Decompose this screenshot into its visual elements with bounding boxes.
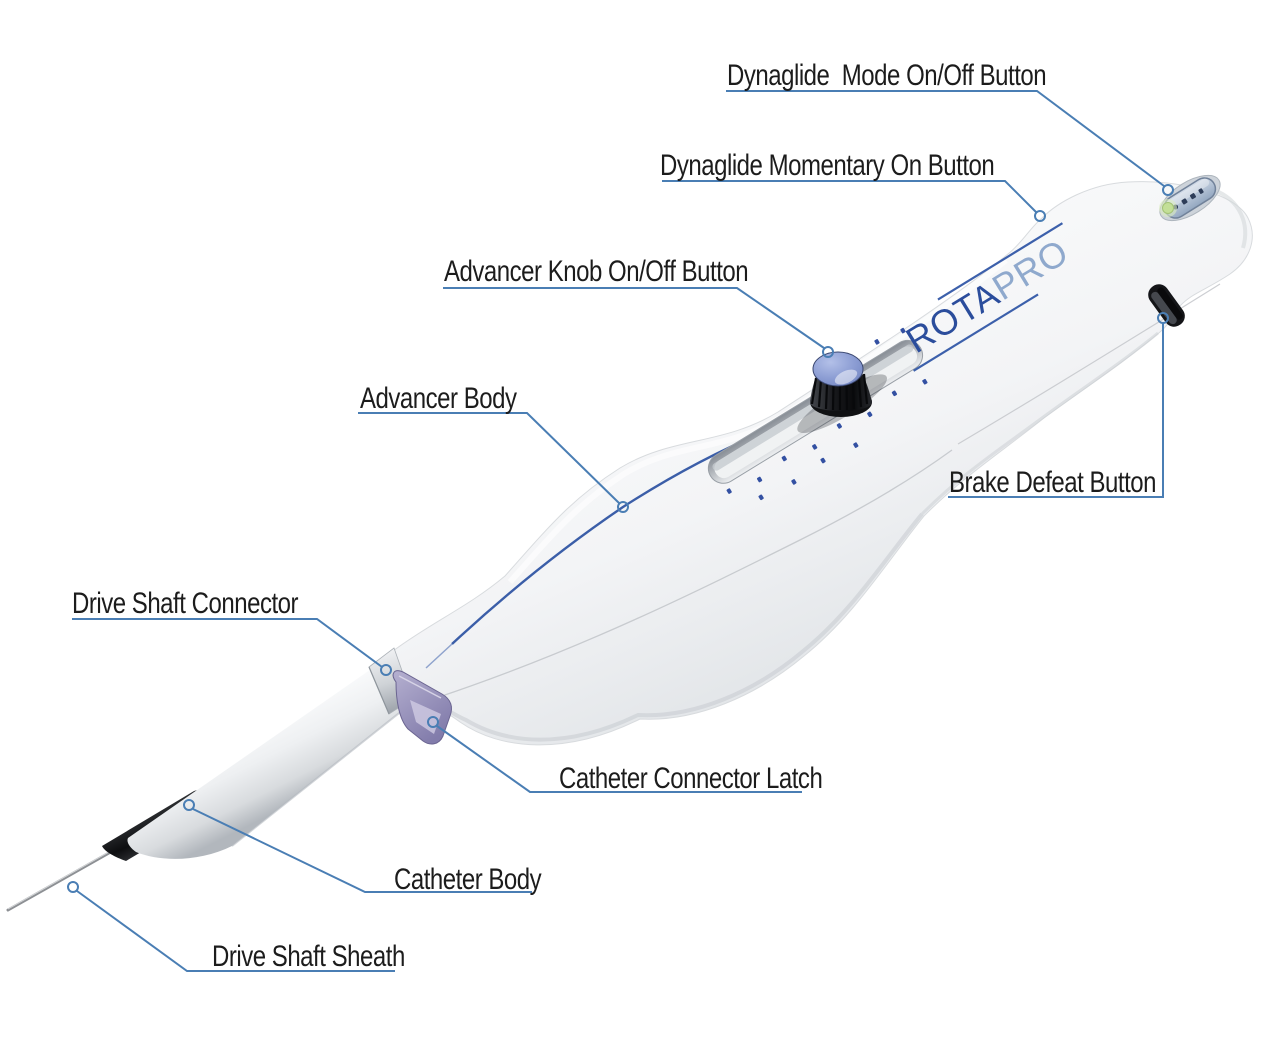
- label-advancer-knob: Advancer Knob On/Off Button: [444, 255, 749, 288]
- label-advancer-body: Advancer Body: [360, 382, 517, 415]
- button-glyphs: [1173, 188, 1204, 210]
- leader-brake-defeat: [948, 323, 1164, 498]
- leader-catheter-connector-latch: [436, 725, 802, 793]
- leader-lines: [72, 90, 1165, 972]
- leader-dynaglide-momentary: [662, 180, 1037, 213]
- catheter-body: [127, 656, 419, 859]
- label-catheter-connector-latch: Catheter Connector Latch: [559, 762, 823, 795]
- leader-dynaglide-mode: [726, 90, 1165, 187]
- brake-defeat-button: [1148, 284, 1185, 327]
- label-drive-shaft-connector: Drive Shaft Connector: [72, 587, 299, 620]
- label-dynaglide-momentary: Dynaglide Momentary On Button: [660, 149, 995, 182]
- leader-advancer-knob: [443, 287, 825, 349]
- label-brake-defeat: Brake Defeat Button: [949, 466, 1157, 499]
- drive-shaft-sheath: [6, 847, 118, 912]
- leader-advancer-body: [358, 412, 620, 504]
- label-catheter-body: Catheter Body: [394, 863, 542, 896]
- leader-catheter-body: [192, 808, 532, 893]
- leader-drive-shaft-sheath: [76, 890, 395, 972]
- label-drive-shaft-sheath: Drive Shaft Sheath: [212, 940, 405, 973]
- label-dynaglide-mode: Dynaglide Mode On/Off Button: [727, 59, 1047, 92]
- status-led: [1159, 199, 1177, 217]
- leader-anchors: [67, 184, 1174, 893]
- advancer-knob: [810, 351, 872, 417]
- leader-drive-shaft-connector: [72, 618, 383, 668]
